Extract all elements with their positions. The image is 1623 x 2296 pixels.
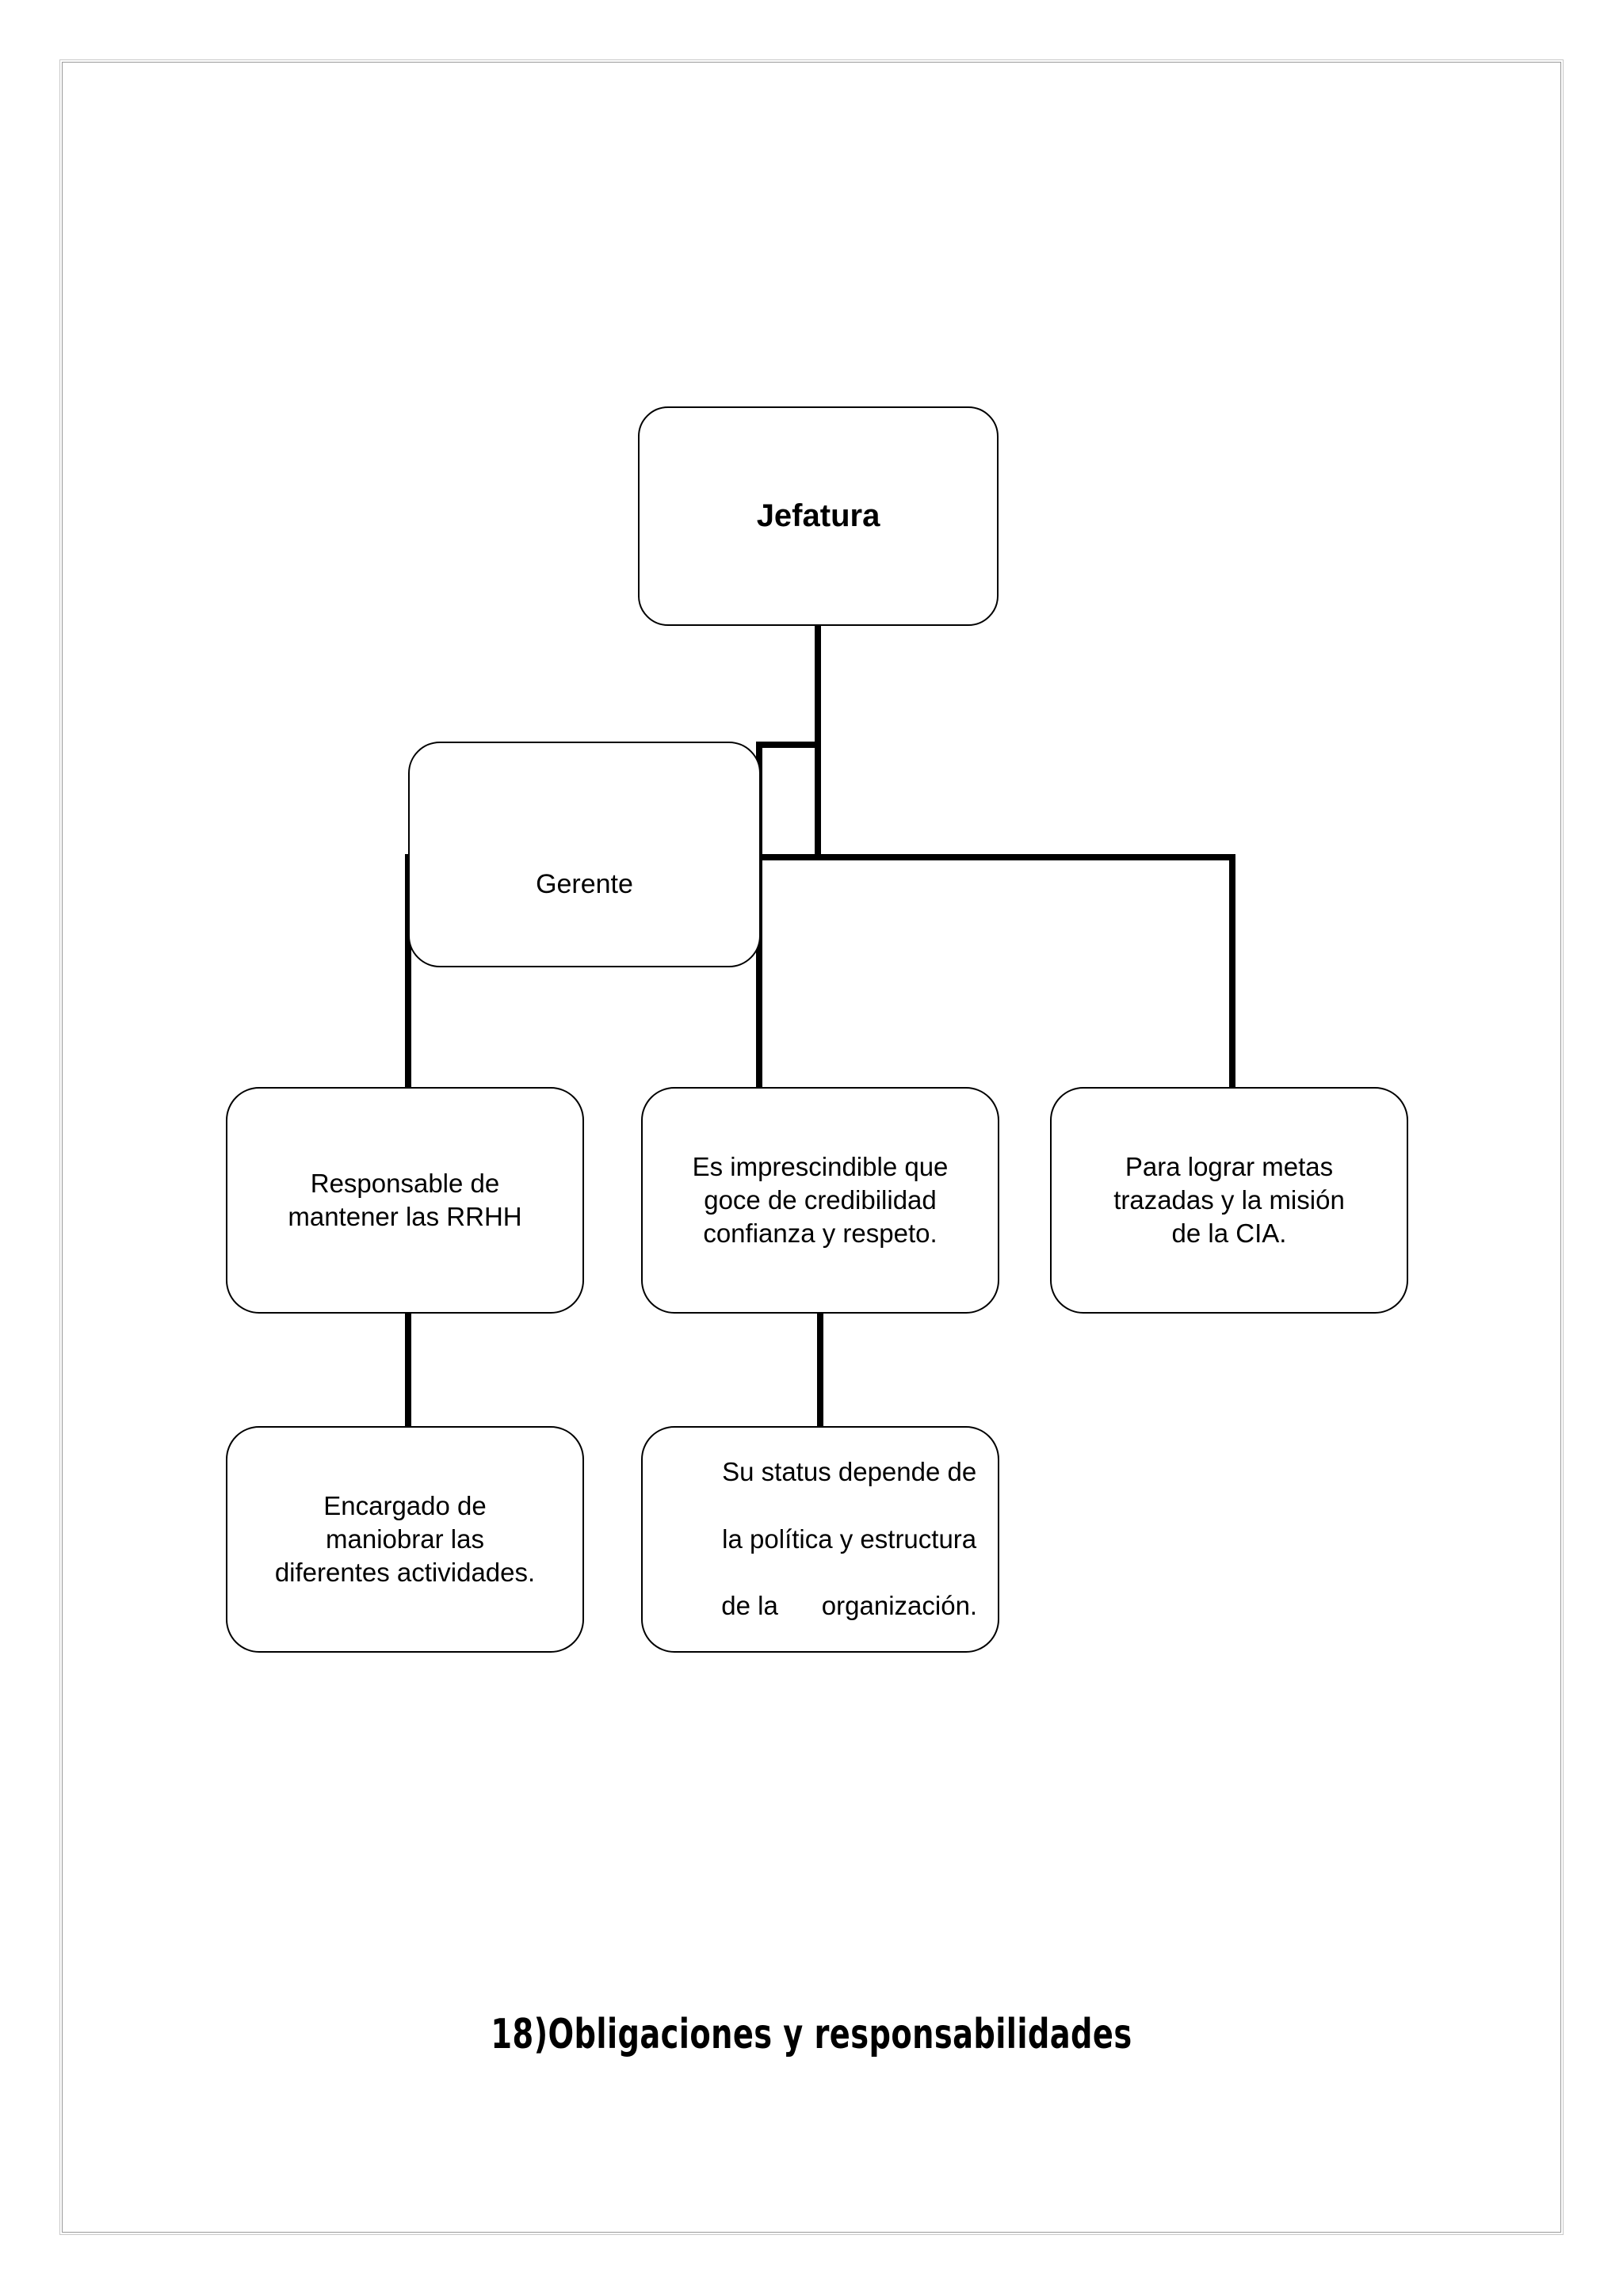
node-responsable-rrhh-line-2: mantener las RRHH: [288, 1202, 522, 1231]
node-status-line-3: de la organización.: [721, 1591, 978, 1621]
footer-caption: 18)Obligaciones y responsabilidades: [491, 2011, 1132, 2058]
node-credibilidad-line-1: Es imprescindible que: [692, 1151, 949, 1181]
node-metas-label: Para lograr metas trazadas y la misión d…: [1113, 1150, 1345, 1251]
connector-distribution-bar: [407, 854, 1235, 860]
node-metas-line-1: Para lograr metas: [1125, 1151, 1334, 1181]
connector-gerente-step-horizontal: [758, 742, 821, 748]
node-credibilidad-line-3: confianza y respeto.: [703, 1219, 938, 1249]
node-responsable-rrhh-line-1: Responsable de: [310, 1168, 500, 1198]
node-encargado-line-2: maniobrar las: [326, 1524, 484, 1554]
node-credibilidad-line-2: goce de credibilidad: [704, 1184, 937, 1215]
connector-drop-rrhh: [405, 854, 411, 1090]
connector-drop-encargado: [405, 1309, 411, 1429]
node-encargado-line-3: diferentes actividades.: [274, 1558, 536, 1588]
node-status[interactable]: Su status depende de la política y estru…: [641, 1426, 999, 1653]
connector-drop-metas: [1229, 854, 1235, 1090]
node-status-line-1: Su status depende de: [722, 1457, 977, 1487]
node-gerente-label: Gerente: [536, 868, 633, 899]
node-jefatura-label: Jefatura: [756, 498, 880, 533]
node-status-label: Su status depende de la política y estru…: [663, 1422, 977, 1657]
node-metas-line-2: trazadas y la misión: [1113, 1184, 1345, 1215]
node-metas[interactable]: Para lograr metas trazadas y la misión d…: [1050, 1087, 1408, 1314]
node-status-line-2: la política y estructura: [722, 1524, 977, 1554]
node-jefatura[interactable]: Jefatura: [638, 406, 999, 626]
connector-drop-status: [817, 1309, 823, 1429]
node-gerente[interactable]: Gerente: [408, 742, 761, 967]
node-responsable-rrhh[interactable]: Responsable de mantener las RRHH: [226, 1087, 584, 1314]
node-credibilidad[interactable]: Es imprescindible que goce de credibilid…: [641, 1087, 999, 1314]
node-encargado-label: Encargado de maniobrar las diferentes ac…: [275, 1489, 535, 1590]
node-credibilidad-label: Es imprescindible que goce de credibilid…: [693, 1150, 949, 1251]
node-responsable-rrhh-label: Responsable de mantener las RRHH: [288, 1167, 521, 1234]
node-metas-line-3: de la CIA.: [1171, 1219, 1287, 1249]
node-encargado-line-1: Encargado de: [323, 1490, 487, 1520]
node-encargado[interactable]: Encargado de maniobrar las diferentes ac…: [226, 1426, 584, 1653]
